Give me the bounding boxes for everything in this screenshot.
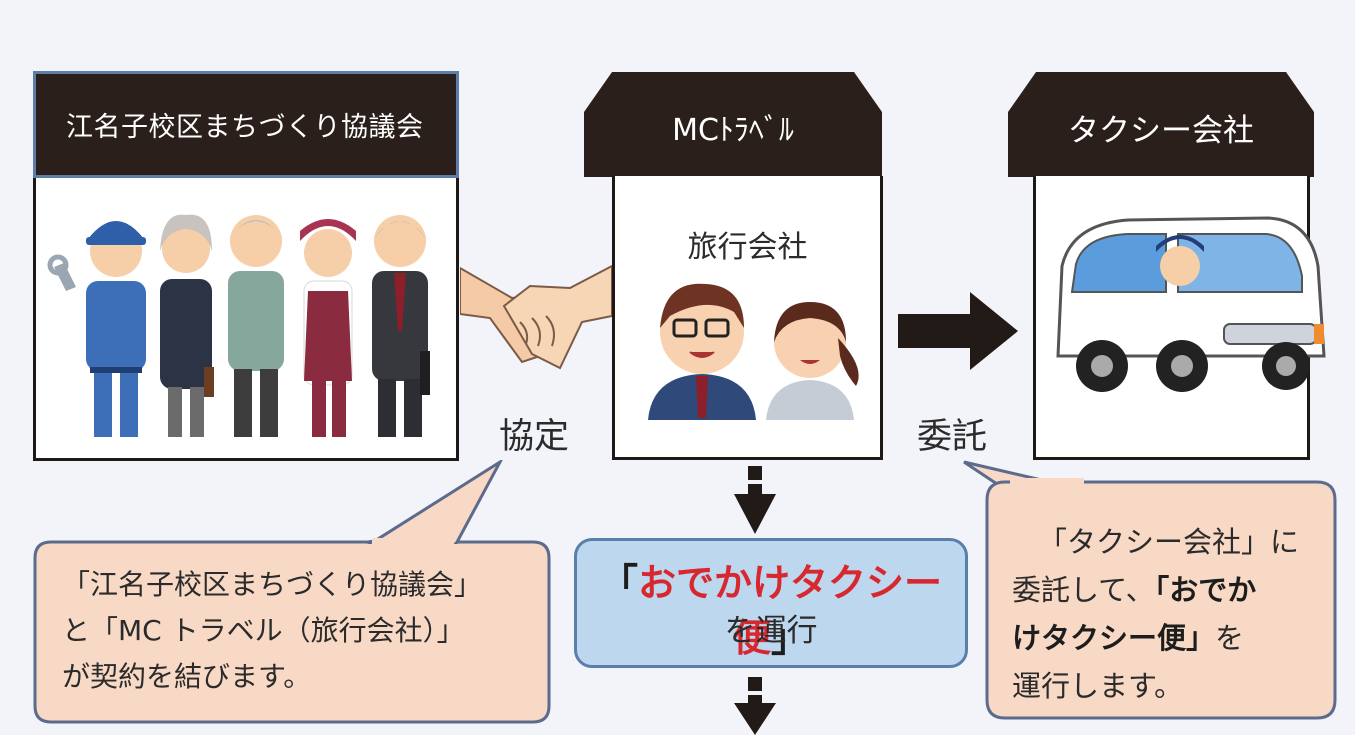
worker-figure [47,221,146,437]
callout-right-tail-join [1010,478,1084,488]
woman-apron-figure [300,219,356,437]
callout-left-bubble [33,540,551,724]
result-title: 「おでかけタクシー便」 [574,552,968,662]
businessman-figure [372,215,430,437]
result-close-bracket: 」 [771,616,810,660]
commission-label: 委託 [917,417,988,457]
travel-title: MCﾄﾗﾍﾞﾙ [672,113,794,148]
male-staff-figure [648,283,756,420]
agreement-label: 協定 [499,417,570,457]
callout-left-line: が契約を結びます。 [62,660,312,693]
result-service-name: おでかけタクシー便 [638,561,943,660]
callout-right-bubble [985,480,1337,720]
callout-right-text: 「タクシー会社」に 委託して、「おでか けタクシー便」を 運行します。 [1012,518,1312,710]
taxi-title: タクシー会社 [1068,113,1254,149]
result-open-bracket: 「 [599,561,638,605]
elder-man-figure [228,215,284,437]
callout-left-line: と「MC トラベル（旅行会社）」 [62,614,465,647]
arrow-down-icon [734,677,776,735]
female-staff-figure [766,302,859,420]
taxi-van-illustration [1056,216,1326,392]
travel-staff-illustration [648,283,859,420]
callout-right-line: けタクシー便」を [1012,621,1245,655]
travel-subtitle: 旅行会社 [687,230,808,265]
travel-header-roof [584,72,882,177]
callout-left-line: 「江名子校区まちづくり協議会」 [62,568,483,601]
handshake-icon [460,264,612,370]
result-action: を運行 [724,613,818,649]
taxi-header-roof [1008,72,1314,177]
callout-right-line: 委託して、「おでか [1012,573,1257,607]
callout-left-tail [367,460,503,544]
residents-illustration [47,214,430,437]
result-box [574,538,968,668]
arrow-down-icon [734,466,776,534]
callout-left-text: 「江名子校区まちづくり協議会」 と「MC トラベル（旅行会社）」 が契約を結びま… [62,562,542,700]
council-header: 江名子校区まちづくり協議会 [33,71,459,178]
callout-right-line: 運行します。 [1012,669,1184,703]
council-title: 江名子校区まちづくり協議会 [66,112,424,143]
callout-right-line: 「タクシー会社」に [1038,525,1300,559]
elder-woman-figure [160,214,214,437]
arrow-right-icon [898,292,1018,370]
